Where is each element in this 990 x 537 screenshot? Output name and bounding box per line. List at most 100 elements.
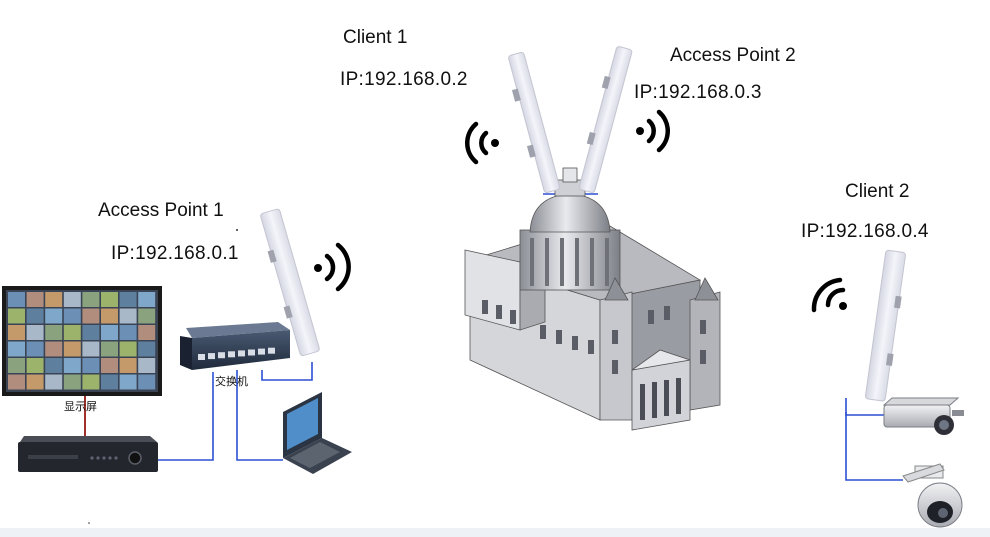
cathedral-window: [556, 330, 562, 344]
wifi-signal-ap1: [314, 242, 351, 292]
monitor-video-tile: [138, 341, 156, 357]
wifi-signal-client1: [465, 121, 499, 165]
monitor-video-tile: [26, 308, 44, 324]
monitor-video-tile: [63, 308, 81, 324]
monitor-icon: [2, 286, 162, 396]
laptop-icon: [283, 392, 352, 474]
switch-port: [198, 354, 205, 360]
monitor-video-tile: [119, 308, 137, 324]
monitor-video-tile: [119, 358, 137, 373]
switch-port: [248, 349, 255, 356]
cathedral-window: [612, 330, 618, 344]
monitor-video-tile: [8, 325, 25, 340]
monitor-video-tile: [101, 341, 118, 357]
monitor-video-tile: [119, 292, 137, 307]
antenna-client1: [508, 52, 561, 193]
monitor-video-tile: [26, 325, 44, 340]
switch-icon: [180, 322, 290, 370]
monitor-video-tile: [63, 325, 81, 340]
monitor-video-tile: [82, 358, 100, 373]
antenna-icon: [260, 208, 320, 357]
monitor-video-tile: [8, 358, 25, 373]
monitor-video-tile: [138, 325, 156, 340]
switch-port: [258, 348, 265, 355]
laptop-switch-cable: [236, 370, 283, 461]
monitor-video-tile: [26, 341, 44, 357]
monitor-video-tile: [45, 325, 63, 340]
monitor-video-tile: [45, 308, 63, 324]
client2-ip-label: IP:192.168.0.4: [801, 221, 929, 242]
monitor-caption: 显示屏: [64, 400, 97, 413]
monitor-video-tile: [63, 358, 81, 373]
monitor-video-tile: [119, 325, 137, 340]
antenna-client2: [865, 249, 906, 402]
cathedral-window: [588, 340, 594, 354]
client2-camera-cable-2: [845, 412, 903, 481]
antenna-ap1: [260, 208, 320, 357]
wifi-signal-client2: [811, 277, 847, 313]
monitor-video-tile: [8, 308, 25, 324]
bullet-camera-icon: [882, 397, 964, 435]
monitor-video-tile: [101, 358, 118, 373]
cathedral-icon: [464, 167, 721, 431]
wifi-signal-ap2: [636, 109, 670, 153]
monitor-video-tile: [101, 325, 118, 340]
monitor-video-tile: [45, 358, 63, 373]
monitor-video-tile: [119, 341, 137, 357]
antenna-icon: [865, 249, 906, 402]
monitor-video-tile: [26, 374, 44, 390]
cathedral-window: [540, 325, 546, 339]
monitor-video-tile: [63, 341, 81, 357]
switch-port: [228, 351, 235, 358]
monitor-video-tile: [138, 358, 156, 373]
monitor-video-tile: [45, 341, 63, 357]
monitor-video-tile: [26, 292, 44, 307]
cathedral-window: [700, 350, 706, 364]
cathedral-window: [572, 336, 578, 350]
wifi-signal-icon: [314, 109, 847, 313]
cathedral-window: [510, 310, 516, 324]
monitor-video-tile: [82, 374, 100, 390]
monitor-video-tile: [82, 325, 100, 340]
client2-name-label: Client 2: [845, 181, 910, 202]
monitor-video-tile: [138, 292, 156, 307]
monitor-video-tile: [101, 308, 118, 324]
cathedral-window: [482, 300, 488, 314]
monitor-video-tile: [63, 374, 81, 390]
monitor-video-tile: [8, 374, 25, 390]
dvr-icon: [18, 436, 158, 472]
antenna-ap2: [578, 46, 633, 193]
monitor-video-tile: [101, 374, 118, 390]
cathedral-window: [612, 360, 618, 374]
switch-port: [218, 352, 225, 359]
bottom-strip: [0, 528, 990, 537]
cathedral-window: [648, 310, 654, 324]
monitor-video-tile: [26, 358, 44, 373]
monitor-video-tile: [8, 292, 25, 307]
client1-ip-label: IP:192.168.0.2: [340, 69, 468, 90]
ap1-ip-label: IP:192.168.0.1: [111, 243, 239, 264]
dome-camera-icon: [902, 463, 963, 528]
monitor-video-tile: [82, 341, 100, 357]
monitor-video-tile: [138, 374, 156, 390]
antenna-icon: [508, 52, 561, 193]
monitor-video-tile: [101, 292, 118, 307]
monitor-video-tile: [8, 341, 25, 357]
switch-port: [238, 350, 245, 357]
ap2-name-label: Access Point 2: [670, 45, 796, 66]
client1-name-label: Client 1: [343, 27, 408, 48]
antenna-icon: [578, 46, 633, 193]
monitor-video-tile: [138, 308, 156, 324]
switch-ap1-cable: [261, 362, 313, 381]
monitor-video-tile: [45, 374, 63, 390]
dvr-switch-cable: [156, 372, 214, 461]
monitor-video-tile: [63, 292, 81, 307]
cathedral-window: [664, 306, 670, 320]
switch-port: [208, 353, 215, 360]
ap2-ip-label: IP:192.168.0.3: [634, 82, 762, 103]
monitor-video-tile: [119, 374, 137, 390]
monitor-video-tile: [82, 292, 100, 307]
monitor-video-tile: [82, 308, 100, 324]
monitor-video-tile: [45, 292, 63, 307]
